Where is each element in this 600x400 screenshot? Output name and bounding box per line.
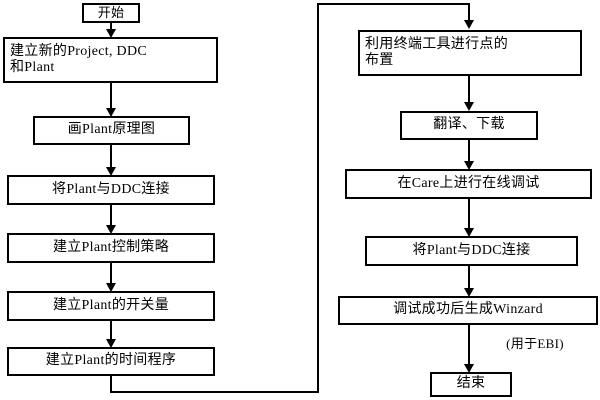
arrowhead-link-plant-1	[106, 167, 116, 176]
node-link-plant-ddc-1[interactable]: 将Plant与DDC连接	[7, 175, 215, 205]
connector-care-debug-to-link-plant-2	[468, 199, 470, 230]
node-draw-plant-schematic[interactable]: 画Plant原理图	[33, 116, 190, 145]
connector-wrap-into-terminal-tool	[468, 3, 470, 22]
node-start[interactable]: 开始	[82, 3, 140, 23]
connector-wrap-bottom-segment	[110, 391, 319, 393]
node-switch-quantity[interactable]: 建立Plant的开关量	[7, 291, 215, 321]
arrowhead-terminal-tool	[464, 20, 474, 29]
arrowhead-control-strategy	[106, 225, 116, 234]
connector-wrap-down-segment	[110, 376, 112, 393]
annotation-ebi-note: (用于EBI)	[506, 335, 564, 351]
node-care-online-debug[interactable]: 在Care上进行在线调试	[345, 169, 592, 199]
node-link-plant-ddc-2[interactable]: 将Plant与DDC连接	[365, 236, 578, 266]
connector-link-plant-1-to-control-strategy	[110, 205, 112, 228]
connector-wrap-top-segment	[317, 3, 470, 5]
connector-generate-winzard-to-end	[468, 325, 470, 367]
connector-start-to-new-project	[110, 23, 112, 32]
node-translate-download[interactable]: 翻译、下载	[400, 111, 538, 140]
connector-link-plant-2-to-generate-winzard	[468, 266, 470, 290]
node-generate-winzard[interactable]: 调试成功后生成Winzard	[338, 296, 598, 325]
arrowhead-switch-quantity	[106, 283, 116, 292]
arrowhead-care-debug	[464, 161, 474, 170]
arrowhead-time-program	[106, 339, 116, 348]
arrowhead-new-project	[106, 29, 116, 38]
node-time-program[interactable]: 建立Plant的时间程序	[7, 347, 215, 376]
arrowhead-link-plant-2	[464, 228, 474, 237]
connector-translate-to-care-debug	[468, 140, 470, 163]
connector-new-project-to-draw-plant	[110, 83, 112, 109]
arrowhead-end	[464, 364, 474, 373]
node-terminal-tool-point-layout[interactable]: 利用终端工具进行点的 布置	[358, 30, 582, 76]
node-end[interactable]: 结束	[430, 372, 512, 397]
connector-draw-plant-to-link-plant-1	[110, 145, 112, 169]
arrowhead-draw-plant	[106, 108, 116, 117]
connector-terminal-tool-to-translate	[468, 76, 470, 103]
node-control-strategy[interactable]: 建立Plant控制策略	[7, 233, 215, 263]
connector-switch-quantity-to-time-program	[110, 321, 112, 343]
connector-wrap-right-riser	[317, 3, 319, 393]
arrowhead-generate-winzard	[464, 288, 474, 297]
node-new-project[interactable]: 建立新的Project, DDC 和Plant	[3, 37, 218, 83]
connector-control-strategy-to-switch-quantity	[110, 263, 112, 286]
arrowhead-translate	[464, 102, 474, 111]
